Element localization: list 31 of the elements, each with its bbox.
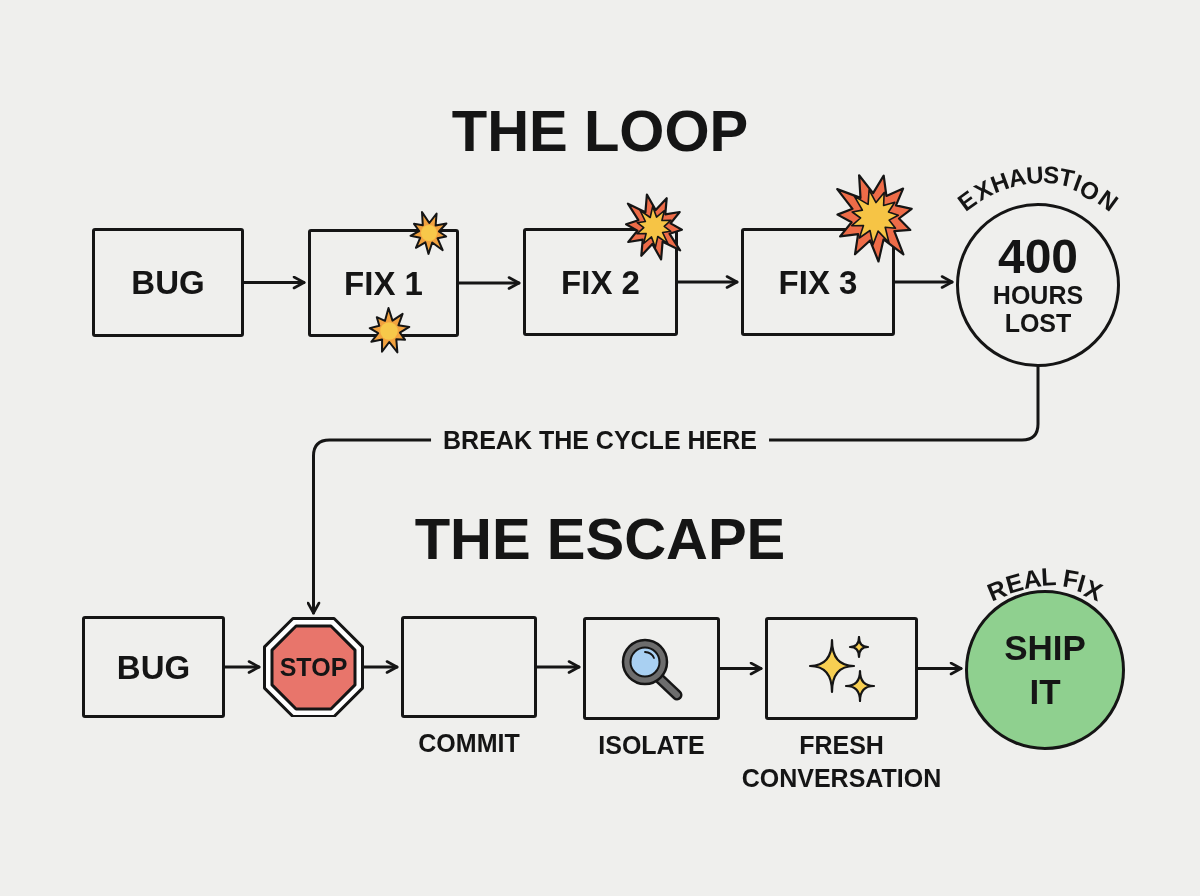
arrow	[676, 275, 739, 289]
node-label: HOURS LOST	[991, 281, 1085, 337]
step-caption: ISOLATE	[598, 730, 705, 761]
process-box	[741, 228, 895, 336]
stop-sign	[263, 617, 364, 717]
arrow	[916, 661, 963, 676]
arrow	[535, 660, 581, 674]
node-label: STOP	[279, 654, 348, 680]
node-label: BUG	[131, 266, 205, 299]
node-label: BUG	[116, 650, 191, 684]
arrow	[457, 276, 521, 290]
process-box	[92, 228, 244, 337]
step-caption: FRESH CONVERSATION	[740, 730, 943, 794]
node-label: FIX 3	[778, 265, 858, 299]
step-caption: COMMIT	[418, 728, 520, 759]
arrow	[223, 660, 261, 674]
node-label: FIX 2	[561, 265, 640, 299]
arrow	[893, 275, 954, 289]
node-label: SHIP IT	[1003, 627, 1087, 713]
process-box	[308, 229, 459, 337]
process-box	[82, 616, 225, 718]
section-heading: THE ESCAPE	[414, 510, 786, 568]
arrow	[242, 275, 306, 290]
arc-heading: REAL FIX	[988, 564, 1102, 603]
section-heading: THE LOOP	[451, 102, 749, 160]
node-label: 400	[997, 233, 1079, 281]
node-label: FIX 1	[344, 266, 423, 300]
arc-heading: EXHAUSTION	[959, 163, 1117, 213]
arrow	[362, 660, 399, 674]
arrow	[718, 661, 763, 676]
process-box	[523, 228, 678, 336]
